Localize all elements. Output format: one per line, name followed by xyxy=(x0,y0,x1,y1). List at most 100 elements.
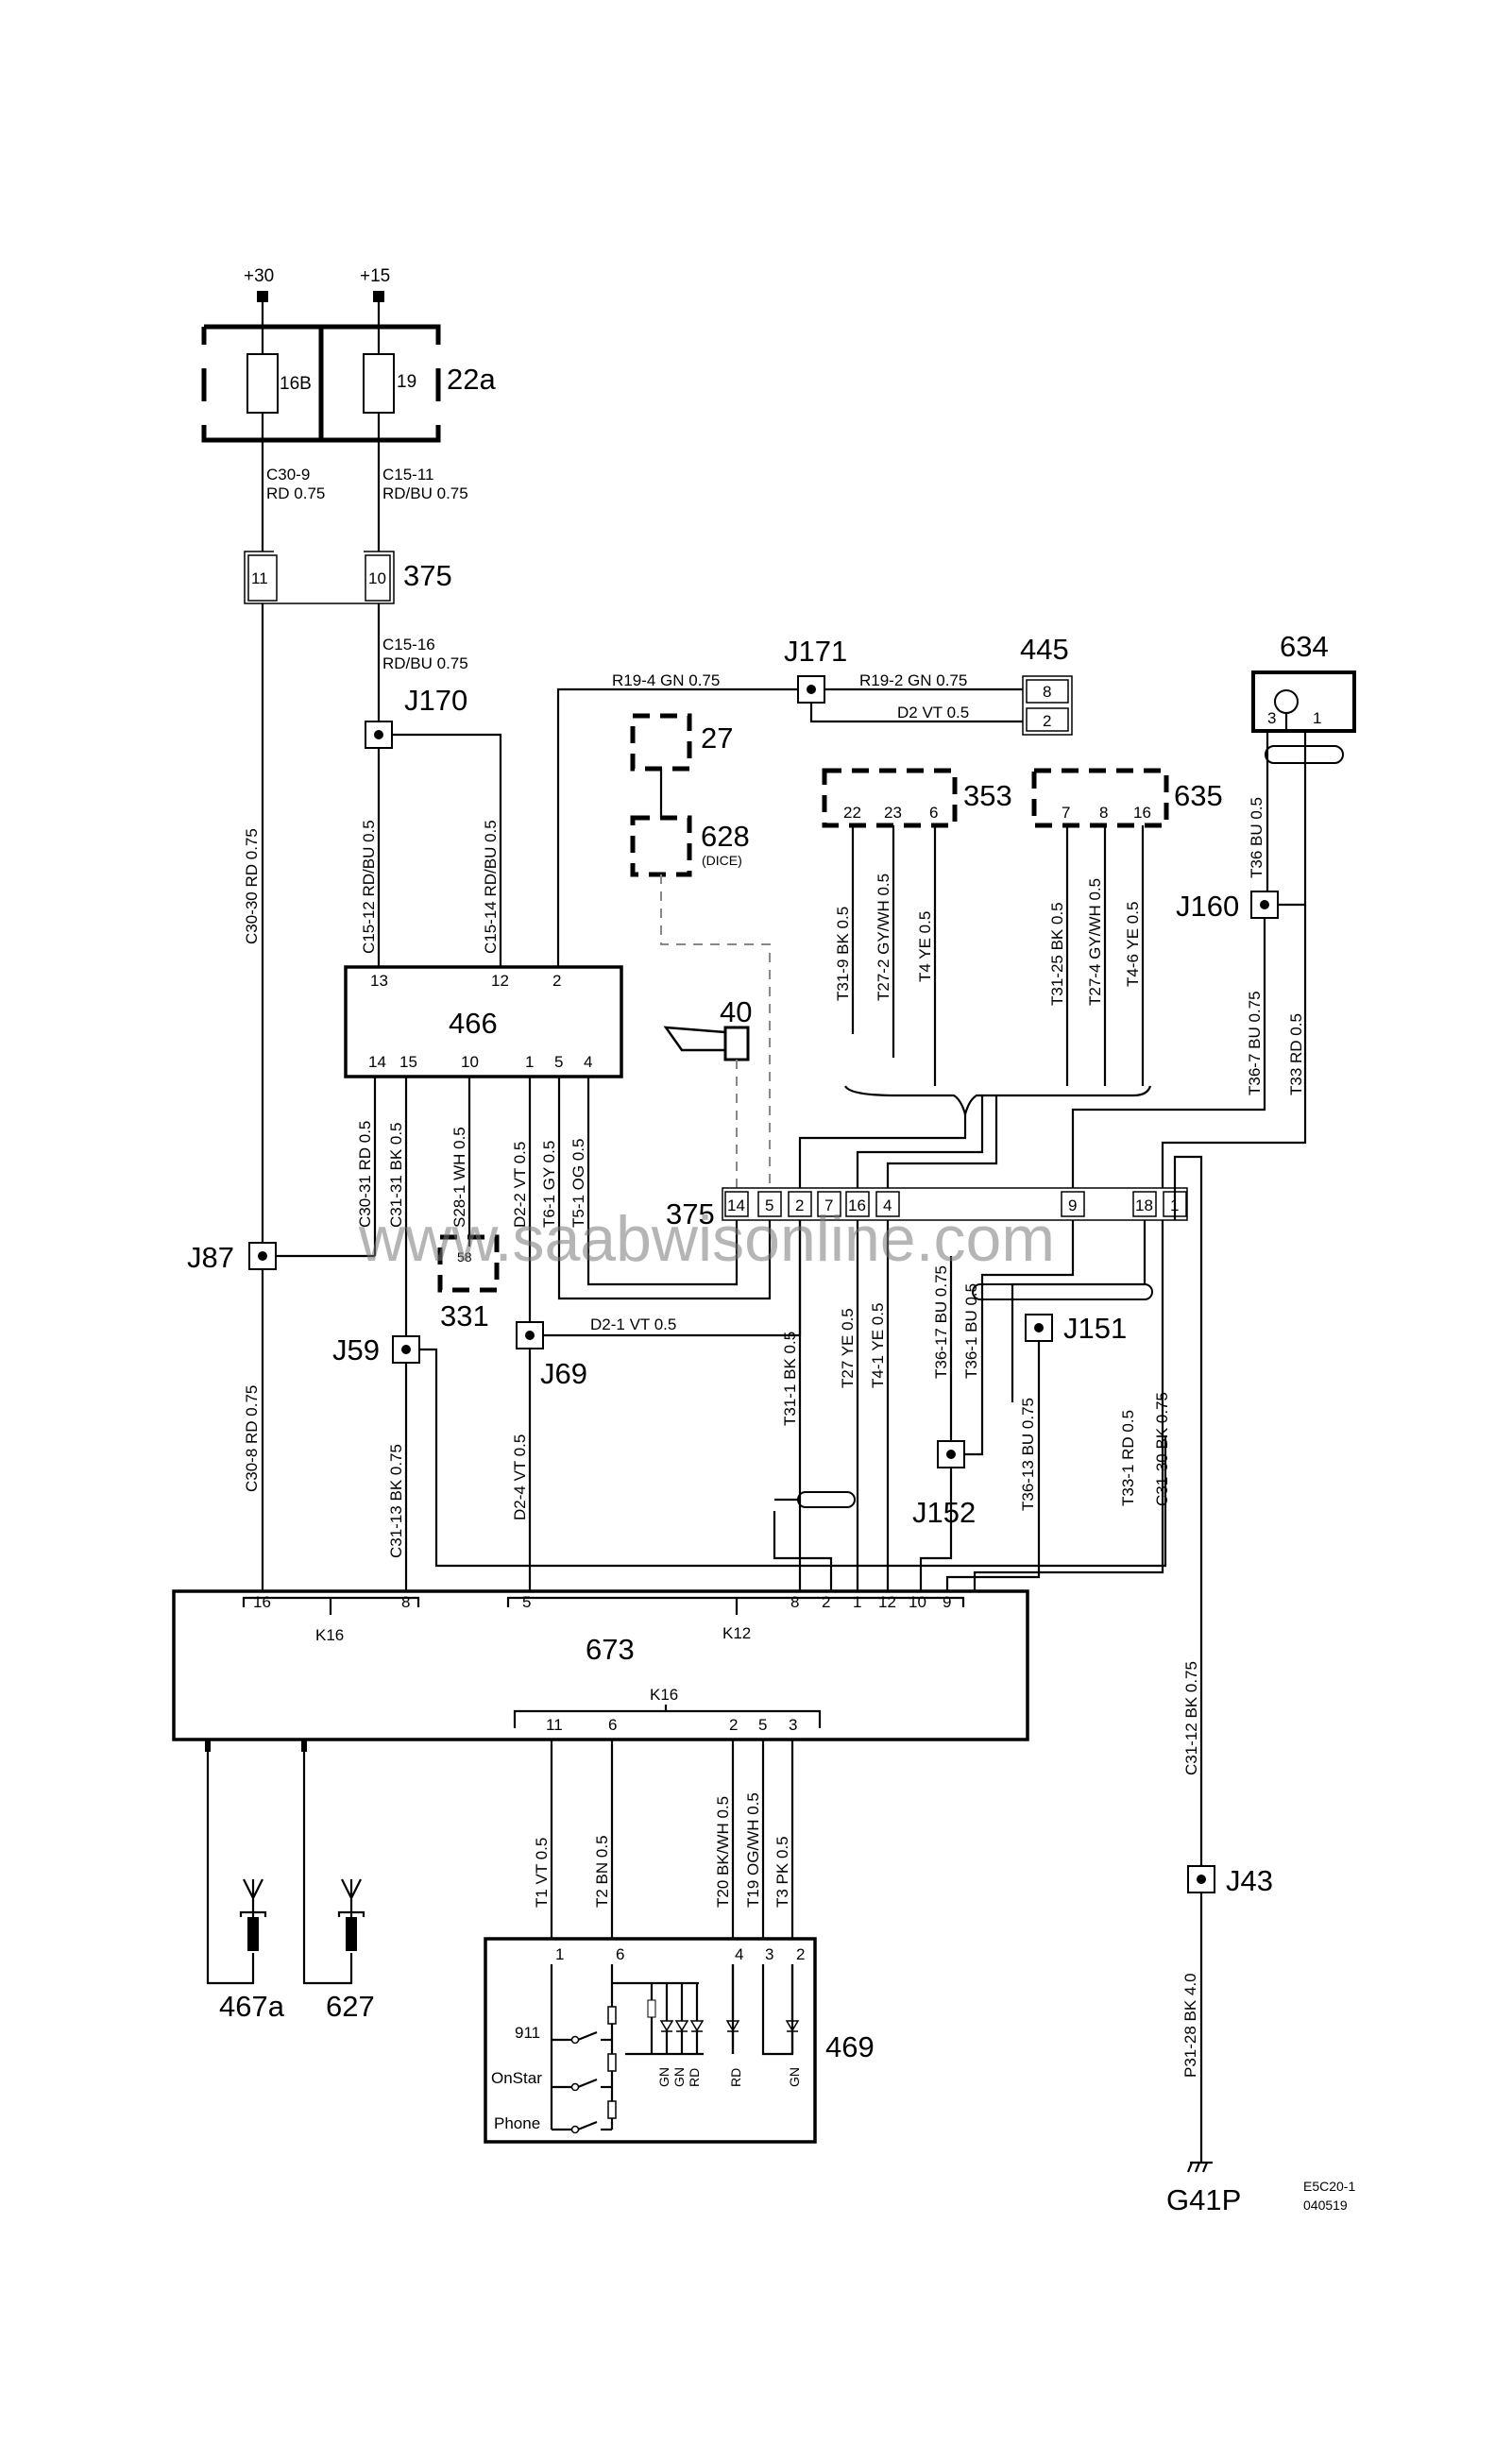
junction-j171: J171 xyxy=(784,635,847,704)
connector-375-pin-label: 18 xyxy=(1135,1197,1153,1214)
svg-text:627: 627 xyxy=(326,1990,375,2023)
wire-t31-1: T31-1 BK 0.5 xyxy=(781,1332,799,1426)
svg-text:10: 10 xyxy=(909,1593,926,1611)
led-icon xyxy=(659,2020,674,2032)
wire-t5-1: T5-1 OG 0.5 xyxy=(569,1139,587,1228)
svg-text:11: 11 xyxy=(546,1716,563,1734)
wire-p31-28: P31-28 BK 4.0 xyxy=(1181,1973,1199,2078)
ground-g41p: G41P xyxy=(1166,2161,1241,2216)
junction-j59: J59 xyxy=(332,1333,420,1366)
plus30-label: +30 xyxy=(244,266,274,286)
wire-c31-13: C31-13 BK 0.75 xyxy=(387,1444,405,1558)
wire-c15-16: C15-16 xyxy=(382,636,435,653)
svg-text:3: 3 xyxy=(765,1945,773,1963)
svg-text:628: 628 xyxy=(701,820,750,853)
junction-j151: J151 xyxy=(1025,1312,1127,1345)
wire-t4-1: T4-1 YE 0.5 xyxy=(869,1303,887,1388)
wire-c15-11-spec: RD/BU 0.75 xyxy=(382,484,468,502)
wire-t19: T19 OG/WH 0.5 xyxy=(744,1792,762,1908)
svg-text:GN: GN xyxy=(671,2067,687,2087)
component-27: 27 xyxy=(630,713,733,772)
connector-445: 8 2 445 xyxy=(1020,633,1073,736)
wire-r19-4: R19-4 GN 0.75 xyxy=(612,671,720,689)
svg-text:8: 8 xyxy=(1043,683,1051,701)
module-673-label: 673 xyxy=(586,1633,635,1666)
svg-text:1: 1 xyxy=(555,1945,564,1963)
svg-text:GN: GN xyxy=(787,2067,802,2087)
wire-c15-14: C15-14 RD/BU 0.5 xyxy=(482,820,500,954)
wire-t31-25: T31-25 BK 0.5 xyxy=(1048,902,1066,1006)
svg-text:4: 4 xyxy=(584,1053,592,1071)
pin-10: 10 xyxy=(368,569,386,587)
wire-c30-30: C30-30 RD 0.75 xyxy=(243,828,261,944)
svg-text:331: 331 xyxy=(440,1299,489,1332)
svg-text:J170: J170 xyxy=(404,684,467,717)
connector-375-pin-18 xyxy=(1132,1191,1157,1217)
wire-s28-1: S28-1 WH 0.5 xyxy=(450,1127,468,1228)
svg-text:14: 14 xyxy=(368,1053,386,1071)
connector-375-pin-7 xyxy=(817,1191,841,1217)
svg-text:58: 58 xyxy=(457,1249,472,1264)
component-331: 58 331 xyxy=(437,1234,500,1332)
svg-text:13: 13 xyxy=(370,972,388,990)
wire-d2: D2 VT 0.5 xyxy=(897,704,969,721)
wire-t27: T27 YE 0.5 xyxy=(839,1308,857,1388)
svg-text:6: 6 xyxy=(608,1716,617,1734)
svg-text:J152: J152 xyxy=(912,1496,976,1529)
svg-text:2: 2 xyxy=(1043,712,1051,730)
svg-text:RD: RD xyxy=(687,2068,702,2087)
svg-text:GN: GN xyxy=(656,2067,671,2087)
connector-375-pin-label: 4 xyxy=(883,1197,892,1214)
svg-text:7: 7 xyxy=(1062,804,1070,822)
wire-t36-13: T36-13 BU 0.75 xyxy=(1019,1398,1037,1511)
wire-t36-17: T36-17 BU 0.75 xyxy=(932,1265,950,1379)
svg-text:J151: J151 xyxy=(1063,1312,1127,1345)
wire-t3: T3 PK 0.5 xyxy=(773,1836,791,1908)
component-628: 628 (DICE) xyxy=(630,815,750,877)
connector-375-pin-9 xyxy=(1061,1191,1085,1217)
wire-t4: T4 YE 0.5 xyxy=(916,911,934,982)
wire-c15-11: C15-11 xyxy=(382,466,434,484)
svg-text:40: 40 xyxy=(720,995,752,1028)
wire-d2-1: D2-1 VT 0.5 xyxy=(590,1315,676,1333)
svg-text:G41P: G41P xyxy=(1166,2183,1241,2216)
svg-text:5: 5 xyxy=(554,1053,563,1071)
footer-date: 040519 xyxy=(1303,2198,1348,2213)
svg-text:8: 8 xyxy=(401,1593,410,1611)
svg-text:3: 3 xyxy=(789,1716,797,1734)
junction-j160: J160 xyxy=(1176,890,1279,923)
svg-text:2: 2 xyxy=(822,1593,830,1611)
module-469: 1 6 4 3 2 469 911 OnStar Phone GN GN RD xyxy=(484,1937,875,2144)
svg-text:467a: 467a xyxy=(219,1990,285,2023)
svg-text:8: 8 xyxy=(1099,804,1108,822)
connector-375-mid-label: 375 xyxy=(666,1197,715,1230)
wire-c15-12: C15-12 RD/BU 0.5 xyxy=(360,820,378,954)
module-673: 16 8 K16 5 8 2 1 12 10 9 K12 673 K16 11 … xyxy=(172,1589,1029,1741)
wire-c30-8: C30-8 RD 0.75 xyxy=(243,1385,261,1492)
junction-j170: J170 xyxy=(365,684,467,749)
supply-terminals: +30 +15 xyxy=(244,266,390,327)
wire-d2-2: D2-2 VT 0.5 xyxy=(511,1142,529,1228)
wire-t1: T1 VT 0.5 xyxy=(533,1838,551,1908)
connector-375-top: 11 10 375 xyxy=(244,550,452,604)
module-466-label: 466 xyxy=(449,1007,498,1040)
wire-d2-4: D2-4 VT 0.5 xyxy=(511,1434,529,1520)
junction-j152: J152 xyxy=(912,1440,976,1529)
antenna-627: 627 xyxy=(301,1740,375,2023)
junction-j69: J69 xyxy=(516,1321,587,1390)
wire-t20: T20 BK/WH 0.5 xyxy=(714,1796,732,1908)
connector-375-pin-16 xyxy=(845,1191,870,1217)
connector-375-pin-label: 9 xyxy=(1068,1197,1077,1214)
wire-t31-9: T31-9 BK 0.5 xyxy=(834,907,852,1001)
fuse-box-label: 22a xyxy=(447,363,496,396)
svg-text:1: 1 xyxy=(525,1053,534,1071)
wire-t33-1: T33-1 RD 0.5 xyxy=(1119,1410,1137,1506)
wire-t36-1: T36-1 BU 0.5 xyxy=(962,1283,980,1379)
svg-text:1: 1 xyxy=(1313,709,1321,727)
svg-text:K12: K12 xyxy=(722,1624,751,1642)
svg-text:J87: J87 xyxy=(187,1241,234,1274)
wire-c31-30: C31-30 BK 0.75 xyxy=(1153,1392,1171,1506)
svg-text:23: 23 xyxy=(884,804,902,822)
button-phone-label: Phone xyxy=(494,2114,540,2132)
